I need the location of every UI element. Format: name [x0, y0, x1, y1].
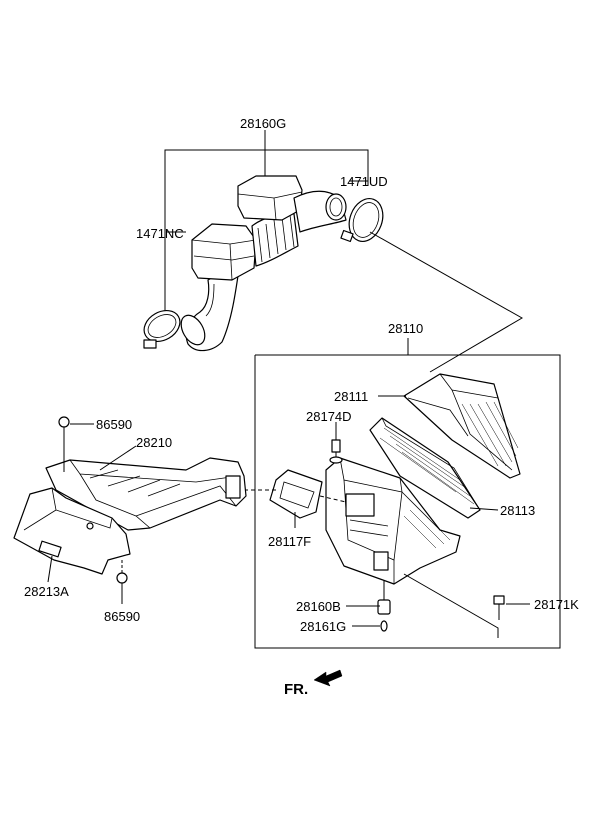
- intake-duct-assembly: [164, 130, 369, 352]
- breather-pin: [329, 422, 343, 464]
- front-direction-label: FR.: [284, 681, 308, 698]
- clip-86590-top: [58, 416, 94, 472]
- part-label-1471UD: 1471UD: [340, 174, 388, 189]
- part-label-28161G: 28161G: [300, 619, 346, 634]
- part-label-28174D: 28174D: [306, 409, 352, 424]
- part-label-28117F: 28117F: [268, 534, 311, 549]
- part-label-28110: 28110: [388, 321, 423, 336]
- part-label-28111: 28111: [334, 389, 368, 404]
- front-direction-marker: FR.: [284, 669, 343, 698]
- part-label-28213A: 28213A: [24, 584, 69, 599]
- part-label-28160G: 28160G: [240, 116, 286, 131]
- part-label-28210: 28210: [136, 435, 172, 450]
- arrow-icon: [313, 669, 343, 687]
- part-label-28160B: 28160B: [296, 599, 341, 614]
- part-label-86590-top: 86590: [96, 417, 132, 432]
- duct-gasket: [244, 469, 347, 528]
- air-cleaner-lower-case: [325, 457, 461, 585]
- part-label-86590-bottom: 86590: [104, 609, 140, 624]
- air-cleaner-frame: [254, 338, 561, 649]
- rubber-mount: [377, 580, 391, 632]
- part-label-28171K: 28171K: [534, 597, 579, 612]
- air-filter-element: [369, 417, 481, 519]
- clip-86590-bottom: [116, 560, 128, 604]
- duct-shield-28213A: [13, 487, 131, 575]
- air-cleaner-cover: [403, 373, 521, 479]
- hose-clamp-lower: [143, 309, 181, 349]
- hose-clamp-upper: [340, 198, 384, 243]
- part-label-1471NC: 1471NC: [136, 226, 184, 241]
- part-label-28113: 28113: [500, 503, 535, 518]
- mounting-bolt: [403, 573, 505, 638]
